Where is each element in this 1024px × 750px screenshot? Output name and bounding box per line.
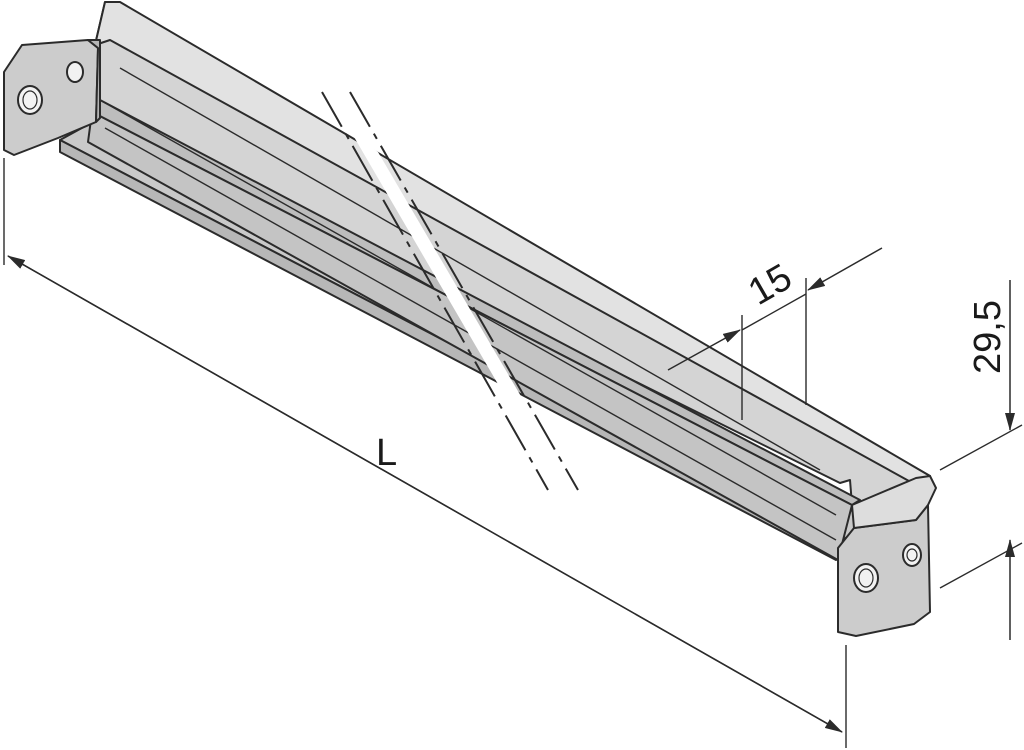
dimension-length: L bbox=[3, 158, 847, 748]
height-extension-top bbox=[939, 424, 1023, 471]
width-leader-left bbox=[667, 329, 741, 371]
height-label: 29,5 bbox=[967, 300, 1009, 374]
break-line-right bbox=[349, 91, 579, 491]
width-label: 15 bbox=[742, 256, 800, 314]
left-bracket-edge bbox=[87, 39, 101, 123]
right-bracket-hole-large bbox=[853, 563, 879, 593]
left-bracket-hole-inner bbox=[22, 90, 38, 110]
rail-body bbox=[59, 1, 931, 561]
right-bracket-hole-inner bbox=[858, 568, 874, 588]
break-line-left bbox=[321, 91, 549, 491]
left-bracket-hole-large bbox=[17, 85, 43, 115]
right-end-bracket bbox=[837, 475, 937, 637]
width-dimension-line bbox=[741, 293, 807, 331]
left-end-bracket bbox=[3, 39, 101, 156]
length-dimension-line-back bbox=[7, 255, 843, 733]
break-symbol bbox=[321, 91, 579, 491]
rail-crease-1 bbox=[119, 67, 821, 471]
left-bracket-hole-small bbox=[66, 61, 84, 83]
rail-top-lip bbox=[94, 1, 931, 487]
width-leader-right bbox=[807, 247, 883, 291]
break-gap bbox=[350, 130, 570, 480]
length-label: L bbox=[376, 432, 397, 474]
right-bracket-hole-small-inner bbox=[906, 548, 918, 562]
dimension-height: 29,5 bbox=[939, 280, 1023, 640]
right-bracket-hole-small bbox=[902, 543, 922, 567]
right-bracket-top bbox=[851, 475, 937, 529]
